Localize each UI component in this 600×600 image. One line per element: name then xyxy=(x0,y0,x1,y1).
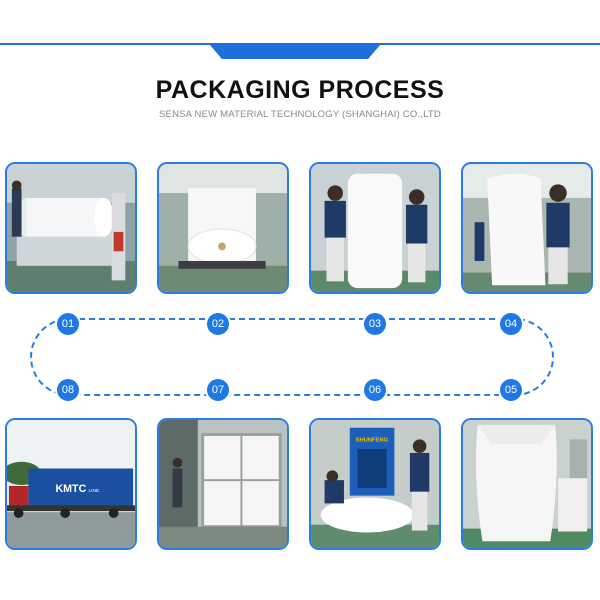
photo-step-01-rolling-machine xyxy=(5,162,137,294)
header-divider xyxy=(0,43,600,45)
packed-bag-image xyxy=(463,420,591,548)
step-badge-06: 06 xyxy=(364,379,386,401)
step-badge-08: 08 xyxy=(57,379,79,401)
step-badge-03: 03 xyxy=(364,313,386,335)
step-badge-01: 01 xyxy=(57,313,79,335)
baler-brand-label: SHUNFENG xyxy=(356,437,389,443)
company-name: SENSA NEW MATERIAL TECHNOLOGY (SHANGHAI)… xyxy=(159,109,441,120)
baling-machine-image: SHUNFENG xyxy=(311,420,439,548)
photo-step-08-container-truck: KMTC LINE xyxy=(5,418,137,550)
bagging-roll-image xyxy=(463,164,591,292)
large-roll-image xyxy=(159,164,287,292)
truck-container-label: KMTC xyxy=(55,483,86,495)
workers-roll-image xyxy=(311,164,439,292)
step-badge-07: 07 xyxy=(207,379,229,401)
photo-step-05-packed-bag xyxy=(461,418,593,550)
truck-container-sublabel: LINE xyxy=(88,488,100,494)
photo-step-07-loading-container xyxy=(157,418,289,550)
step-badge-02: 02 xyxy=(207,313,229,335)
photo-step-02-large-roll xyxy=(157,162,289,294)
step-badge-04: 04 xyxy=(500,313,522,335)
header-tab-accent xyxy=(210,45,380,59)
photo-step-06-baling-machine: SHUNFENG xyxy=(309,418,441,550)
loading-container-image xyxy=(159,420,287,548)
photo-step-04-bagging-roll xyxy=(461,162,593,294)
step-badge-05: 05 xyxy=(500,379,522,401)
container-truck-image: KMTC LINE xyxy=(7,420,135,548)
photo-step-03-workers-holding-roll xyxy=(309,162,441,294)
rolling-machine-image xyxy=(7,164,135,292)
page-title: PACKAGING PROCESS xyxy=(155,76,445,104)
process-flow-loop xyxy=(30,318,554,396)
